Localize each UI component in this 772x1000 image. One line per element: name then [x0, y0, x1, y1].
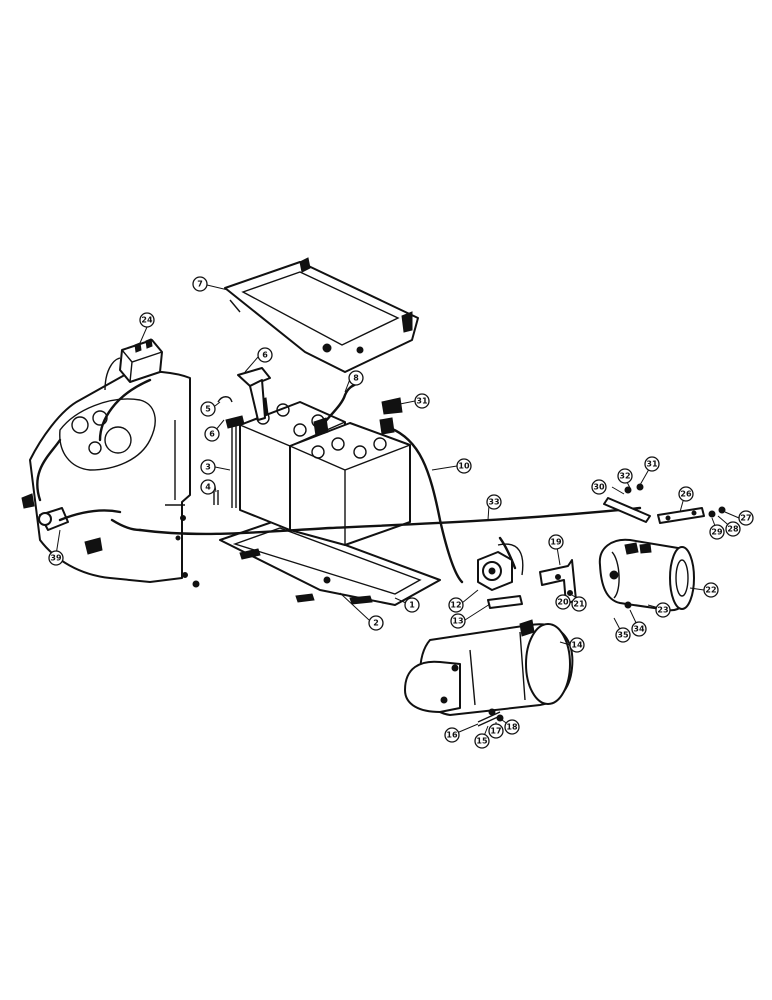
- callout-20: 20: [555, 594, 571, 610]
- callout-7: 7: [192, 276, 208, 292]
- hold-down-clamp: [237, 367, 271, 421]
- callout-12: 12: [448, 597, 464, 613]
- callout-35-label: 35: [617, 631, 629, 640]
- callout-34-label: 34: [633, 625, 645, 634]
- callout-39: 39: [48, 550, 64, 566]
- starter-solenoid: [477, 543, 524, 591]
- generator-mounting-bracket: [539, 559, 577, 605]
- callout-16-label: 16: [446, 731, 458, 740]
- callout-21: 21: [571, 596, 587, 612]
- callout-31-label: 31: [416, 397, 428, 406]
- callout-6b-label: 6: [209, 430, 215, 439]
- callout-35: 35: [615, 627, 631, 643]
- callout-5-label: 5: [205, 405, 211, 414]
- callout-4-label: 4: [205, 483, 211, 492]
- callout-29: 29: [709, 524, 725, 540]
- callout-8: 8: [348, 370, 364, 386]
- starter-mounting-hardware: [477, 708, 504, 727]
- callout-28: 28: [725, 521, 741, 537]
- callout-34: 34: [631, 621, 647, 637]
- frame-fasteners: [175, 535, 200, 588]
- battery-ground-clamp: [381, 397, 403, 415]
- battery-tray: [219, 519, 441, 606]
- callout-30: 30: [591, 479, 607, 495]
- callout-31b-label: 31: [646, 460, 658, 469]
- battery-jumper-cable: [313, 382, 358, 437]
- generator: [598, 538, 695, 612]
- callout-13-label: 13: [452, 617, 463, 626]
- solenoid-strap: [487, 595, 523, 609]
- callout-21-label: 21: [573, 600, 585, 609]
- callout-18-label: 18: [506, 723, 518, 732]
- callout-19-label: 19: [550, 538, 562, 547]
- callout-39-label: 39: [50, 554, 62, 563]
- callout-10: 10: [456, 458, 472, 474]
- callout-23-label: 23: [657, 606, 668, 615]
- callout-12-label: 12: [450, 601, 461, 610]
- callout-28-label: 28: [727, 525, 739, 534]
- callout-15-label: 15: [476, 737, 488, 746]
- callout-23: 23: [655, 602, 671, 618]
- callout-26-label: 26: [680, 490, 692, 499]
- callout-17: 17: [488, 723, 504, 739]
- callout-31b: 31: [644, 456, 660, 472]
- callout-24: 24: [139, 312, 155, 328]
- callout-19: 19: [548, 534, 564, 550]
- callout-14: 14: [569, 637, 585, 653]
- callout-6: 6: [257, 347, 273, 363]
- callout-22-label: 22: [705, 586, 716, 595]
- callout-27: 27: [738, 510, 754, 526]
- callout-2-label: 2: [373, 619, 379, 628]
- callout-6-label: 6: [262, 351, 268, 360]
- callout-14-label: 14: [571, 641, 583, 650]
- hold-down-rod: [213, 396, 245, 508]
- callout-24-label: 24: [141, 316, 153, 325]
- callout-5: 5: [200, 401, 216, 417]
- battery-hold-down-frame: [224, 257, 419, 373]
- callout-26: 26: [678, 486, 694, 502]
- brace-hardware: [708, 506, 726, 518]
- callout-1: 1: [404, 597, 420, 613]
- starting-motor: [404, 619, 574, 716]
- callout-32: 32: [617, 468, 633, 484]
- callout-16: 16: [444, 727, 460, 743]
- callout-4: 4: [200, 479, 216, 495]
- callout-33: 33: [486, 494, 502, 510]
- callout-33-label: 33: [488, 498, 499, 507]
- fan-belt-bracket: [603, 483, 651, 523]
- voltage-regulator: [119, 338, 163, 383]
- callout-6b: 6: [204, 426, 220, 442]
- callout-2: 2: [368, 615, 384, 631]
- callout-15: 15: [474, 733, 490, 749]
- callout-8-label: 8: [353, 374, 359, 383]
- callout-29-label: 29: [711, 528, 723, 537]
- ignition-switch: [21, 493, 103, 555]
- adjusting-brace: [657, 507, 705, 524]
- callout-1-label: 1: [409, 601, 415, 610]
- callout-7-label: 7: [197, 280, 203, 289]
- callout-17-label: 17: [490, 727, 501, 736]
- callout-3: 3: [200, 459, 216, 475]
- callout-13: 13: [450, 613, 466, 629]
- callout-27-label: 27: [740, 514, 751, 523]
- callout-18: 18: [504, 719, 520, 735]
- instrument-panel-housing: [29, 357, 191, 583]
- callout-20-label: 20: [557, 598, 569, 607]
- callout-10-label: 10: [458, 462, 470, 471]
- callout-32-label: 32: [619, 472, 630, 481]
- wiring-harness: [36, 378, 642, 584]
- callout-30-label: 30: [593, 483, 605, 492]
- callout-3-label: 3: [205, 463, 211, 472]
- battery-right: [289, 417, 411, 546]
- callout-22: 22: [703, 582, 719, 598]
- callout-31: 31: [414, 393, 430, 409]
